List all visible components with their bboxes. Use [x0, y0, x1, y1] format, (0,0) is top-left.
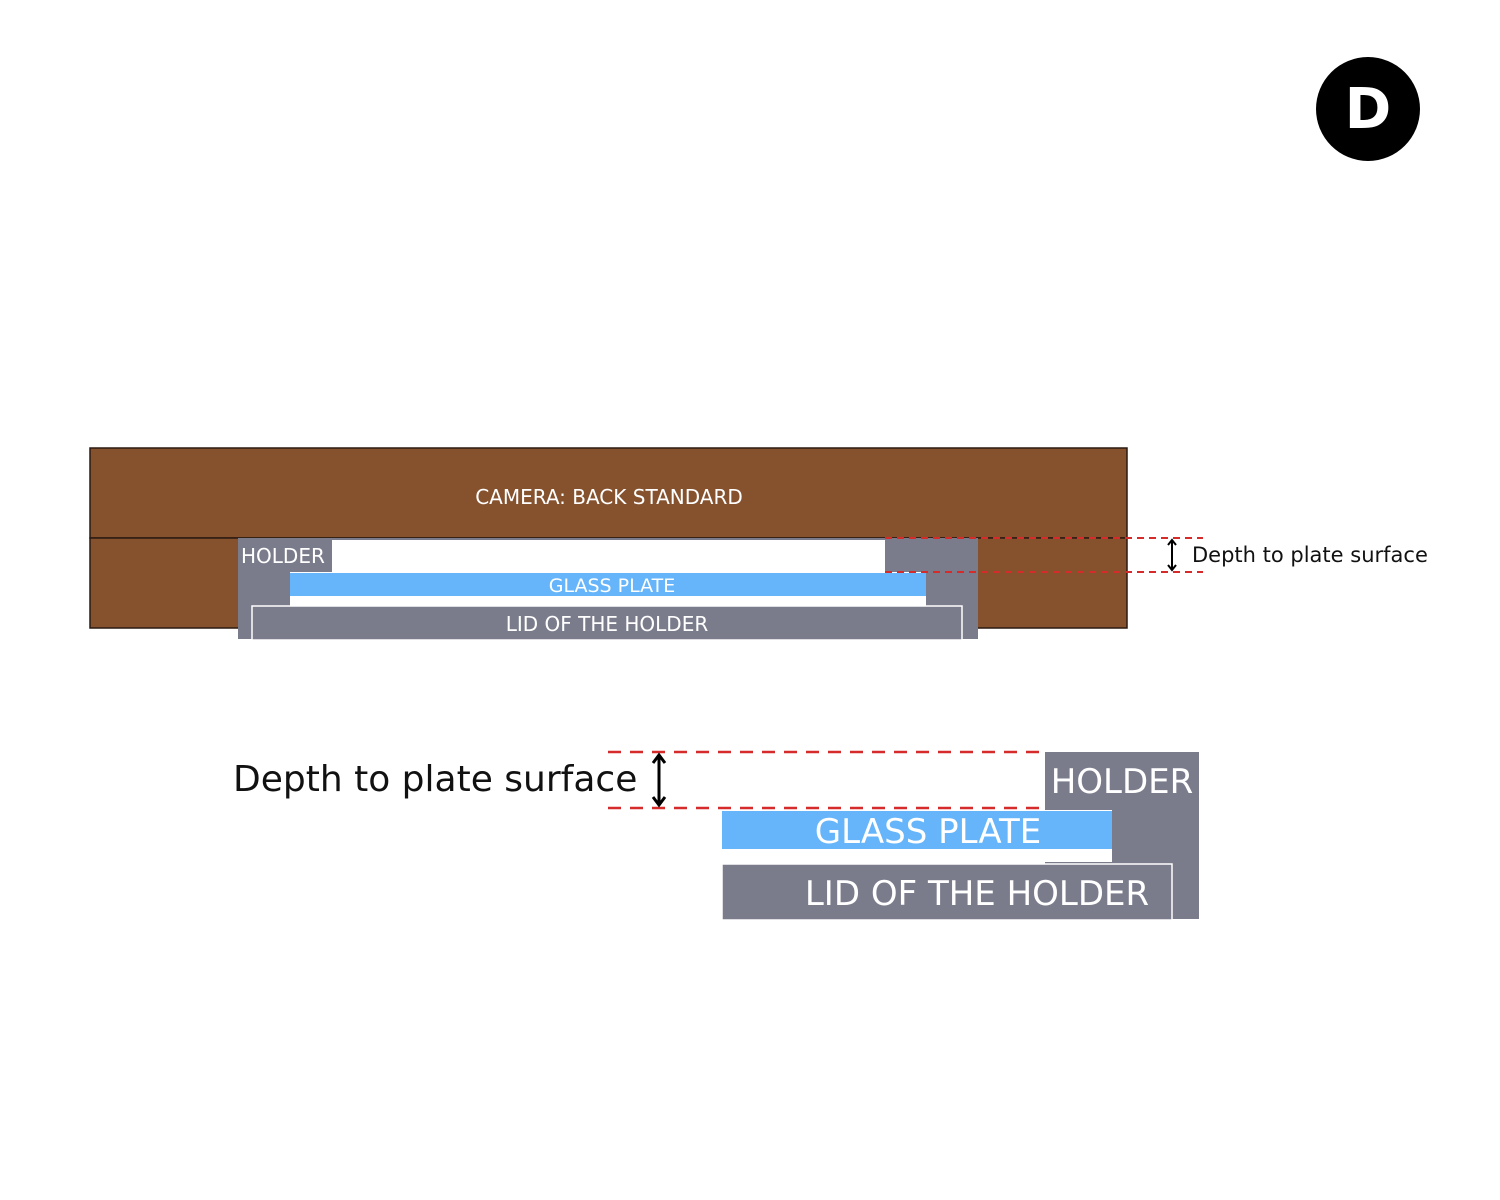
holder-label: HOLDER: [241, 544, 325, 568]
camera-back-standard: [89, 447, 1128, 539]
camera-label: CAMERA: BACK STANDARD: [475, 485, 743, 509]
detail-lid-label: LID OF THE HOLDER: [805, 874, 1149, 914]
badge-circle: [1316, 57, 1420, 161]
depth-label: Depth to plate surface: [1192, 543, 1428, 567]
glass-plate: [290, 573, 926, 596]
detail-holder-label: HOLDER: [1051, 762, 1194, 802]
detail-diagram: HOLDER GLASS PLATE LID OF THE HOLDER Dep…: [233, 750, 1199, 921]
glass-label: GLASS PLATE: [549, 575, 676, 597]
diagram-badge: D: [1316, 57, 1420, 161]
badge-letter: D: [1345, 77, 1391, 142]
double-arrow-icon: [1167, 538, 1177, 572]
holder-cavity: [332, 540, 885, 572]
holder-lid: [251, 605, 963, 641]
detail-lid: [721, 863, 1173, 921]
detail-glass-plate: [722, 811, 1112, 849]
detail-double-arrow-icon: [651, 752, 667, 808]
detail-glass-label: GLASS PLATE: [815, 812, 1041, 852]
detail-depth-label: Depth to plate surface: [233, 759, 637, 800]
lid-label: LID OF THE HOLDER: [506, 612, 709, 636]
top-diagram: CAMERA: BACK STANDARD HOLDER GLASS PLATE…: [89, 447, 1428, 641]
